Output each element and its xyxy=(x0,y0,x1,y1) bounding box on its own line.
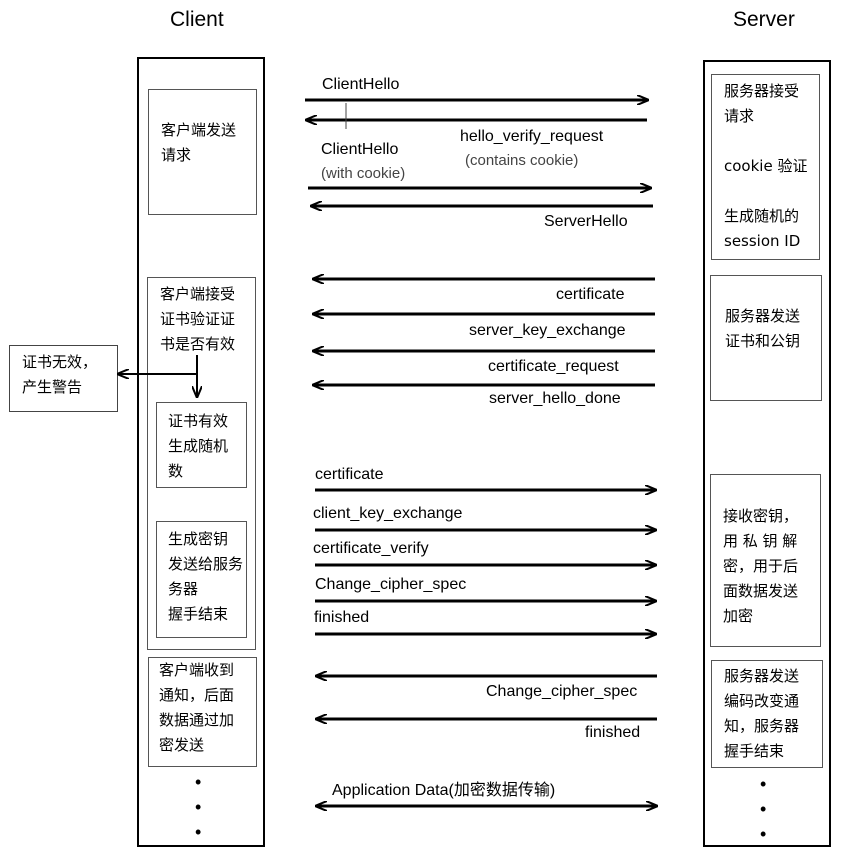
client-box-line: 产生警告 xyxy=(22,378,83,396)
client-box-line: 客户端发送 xyxy=(161,121,237,139)
cert-valid-box: 证书有效 生成随机 数 xyxy=(156,402,247,488)
client-box-line: 证书验证证 xyxy=(160,310,236,328)
server-box-line: 面数据发送 xyxy=(723,582,799,600)
server-ellipsis-dot: • xyxy=(760,799,767,819)
server-ellipsis-dot: • xyxy=(760,774,767,794)
client-certificate-label: certificate xyxy=(315,466,384,483)
server-key-exchange-label: server_key_exchange xyxy=(469,322,626,339)
server-hello-label: ServerHello xyxy=(544,213,628,230)
client-box-line: 生成随机 xyxy=(168,437,229,455)
hello-verify-request-label: hello_verify_request xyxy=(460,128,604,145)
client-box-line: 握手结束 xyxy=(168,605,229,623)
client-box-line: 生成密钥 xyxy=(168,530,229,548)
client-receive-notice-box: 客户端收到 通知，后面 数据通过加 密发送 xyxy=(148,657,257,767)
gen-key-box: 生成密钥 发送给服务 务器 握手结束 xyxy=(156,521,247,638)
server-column xyxy=(703,60,831,847)
server-finished-label: finished xyxy=(585,724,641,741)
client-header: Client xyxy=(170,8,224,31)
server-box-line: 服务器发送 xyxy=(724,667,800,685)
server-box-line: 加密 xyxy=(723,607,754,625)
server-hello-done-label: server_hello_done xyxy=(489,390,621,407)
server-box-line: 知，服务器 xyxy=(724,717,800,735)
server-certificate-label: certificate xyxy=(556,286,625,303)
client-box-line: 客户端收到 xyxy=(159,661,235,679)
certificate-verify-label: certificate_verify xyxy=(313,540,429,557)
client-hello-2-label: ClientHello xyxy=(321,141,399,158)
server-header: Server xyxy=(733,8,795,31)
server-box-line: 接收密钥， xyxy=(723,507,799,525)
client-box-line: 书是否有效 xyxy=(160,335,236,353)
client-hello-label: ClientHello xyxy=(322,76,400,93)
server-box-line: 生成随机的 xyxy=(724,207,800,225)
server-recv-key-box: 接收密钥， 用 私 钥 解 密，用于后 面数据发送 加密 xyxy=(710,474,821,647)
client-box-line: 务器 xyxy=(168,580,199,598)
server-box-line: 编码改变通 xyxy=(724,692,800,710)
server-box-line: session ID xyxy=(724,232,801,250)
server-change-notice-box: 服务器发送 编码改变通 知，服务器 握手结束 xyxy=(711,660,823,768)
server-send-cert-box: 服务器发送 证书和公钥 xyxy=(710,275,822,401)
server-box-line: 握手结束 xyxy=(724,742,785,760)
server-change-cipher-label: Change_cipher_spec xyxy=(486,683,638,700)
certificate-request-label: certificate_request xyxy=(488,358,619,375)
client-box-line: 证书无效， xyxy=(22,353,98,371)
client-key-exchange-label: client_key_exchange xyxy=(313,505,463,522)
client-box-line: 请求 xyxy=(161,146,192,164)
client-change-cipher-label: Change_cipher_spec xyxy=(315,576,467,593)
client-box-line: 发送给服务 xyxy=(168,555,244,573)
client-ellipsis-dot: • xyxy=(195,797,202,817)
client-column xyxy=(137,57,265,847)
server-box-line: 用 私 钥 解 xyxy=(723,532,798,550)
client-box-line: 数据通过加 xyxy=(159,711,235,729)
client-send-request-box: 客户端发送 请求 xyxy=(148,89,257,215)
contains-cookie-label: (contains cookie) xyxy=(465,152,579,169)
server-box-line: 密，用于后 xyxy=(723,557,799,575)
with-cookie-label: (with cookie) xyxy=(321,165,406,182)
server-box-line: 服务器接受 xyxy=(724,82,800,100)
server-box-line: cookie 验证 xyxy=(724,157,808,175)
client-finished-label: finished xyxy=(314,609,370,626)
cert-invalid-box: 证书无效， 产生警告 xyxy=(9,345,118,412)
client-ellipsis-dot: • xyxy=(195,822,202,842)
client-ellipsis-dot: • xyxy=(195,772,202,792)
client-box-line: 数 xyxy=(168,462,184,480)
server-box-line: 服务器发送 xyxy=(725,307,801,325)
client-box-line: 客户端接受 xyxy=(160,285,236,303)
server-ellipsis-dot: • xyxy=(760,824,767,844)
client-verify-cert-text: 客户端接受 证书验证证 书是否有效 xyxy=(160,282,235,357)
client-box-line: 密发送 xyxy=(159,736,205,754)
application-data-label: Application Data(加密数据传输) xyxy=(332,782,556,799)
client-box-line: 证书有效 xyxy=(168,412,229,430)
client-box-line: 通知，后面 xyxy=(159,686,235,704)
server-box-line: 请求 xyxy=(724,107,755,125)
server-box-line: 证书和公钥 xyxy=(725,332,801,350)
server-accept-box: 服务器接受 请求 cookie 验证 生成随机的 session ID xyxy=(711,74,820,260)
